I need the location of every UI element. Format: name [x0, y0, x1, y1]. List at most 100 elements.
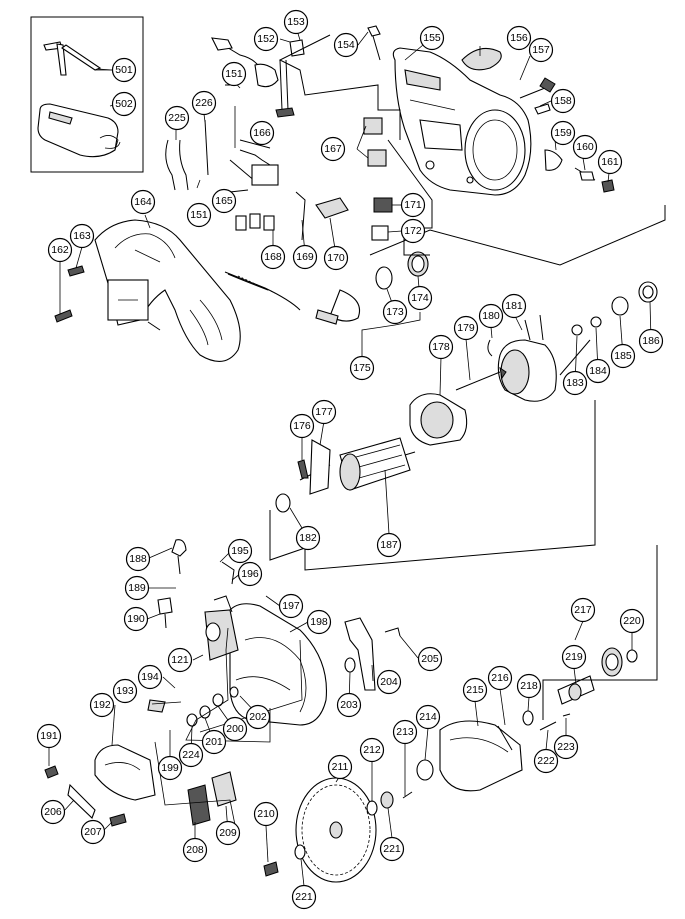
- callout-197[interactable]: 197: [278, 593, 304, 619]
- callout-212[interactable]: 212: [359, 737, 385, 763]
- callout-173[interactable]: 173: [382, 299, 408, 325]
- callout-205[interactable]: 205: [417, 646, 443, 672]
- callout-171[interactable]: 171: [400, 192, 426, 218]
- callout-213[interactable]: 213: [392, 719, 418, 745]
- callout-label: 226: [195, 97, 213, 109]
- callout-158[interactable]: 158: [550, 88, 576, 114]
- callout-220[interactable]: 220: [619, 608, 645, 634]
- callout-label: 224: [182, 749, 200, 761]
- callout-180[interactable]: 180: [478, 303, 504, 329]
- callout-label: 501: [115, 64, 133, 76]
- callout-182[interactable]: 182: [295, 525, 321, 551]
- callout-label: 168: [264, 251, 282, 263]
- callout-188[interactable]: 188: [125, 546, 151, 572]
- callout-202[interactable]: 202: [245, 704, 271, 730]
- brush-rings: [375, 251, 429, 290]
- callout-209[interactable]: 209: [215, 820, 241, 846]
- callout-156[interactable]: 156: [506, 25, 532, 51]
- callout-192[interactable]: 192: [89, 692, 115, 718]
- callout-label: 220: [623, 615, 641, 627]
- callout-502[interactable]: 502: [111, 91, 137, 117]
- callout-223[interactable]: 223: [553, 734, 579, 760]
- callout-193[interactable]: 193: [112, 678, 138, 704]
- callout-215[interactable]: 215: [462, 677, 488, 703]
- callout-211[interactable]: 211: [327, 754, 353, 780]
- callout-206[interactable]: 206: [40, 799, 66, 825]
- callout-214[interactable]: 214: [415, 704, 441, 730]
- callout-165[interactable]: 165: [211, 188, 237, 214]
- callout-label: 195: [231, 545, 249, 557]
- callout-195[interactable]: 195: [227, 538, 253, 564]
- callout-222[interactable]: 222: [533, 748, 559, 774]
- callout-163[interactable]: 163: [69, 223, 95, 249]
- callout-203[interactable]: 203: [336, 692, 362, 718]
- callout-501[interactable]: 501: [111, 57, 137, 83]
- callout-201[interactable]: 201: [201, 729, 227, 755]
- callout-151b[interactable]: 151: [186, 202, 212, 228]
- callout-label: 157: [532, 44, 550, 56]
- callout-174[interactable]: 174: [407, 285, 433, 311]
- callout-label: 201: [205, 736, 223, 748]
- callout-172[interactable]: 172: [400, 218, 426, 244]
- callout-183[interactable]: 183: [562, 370, 588, 396]
- callout-226[interactable]: 226: [191, 90, 217, 116]
- fan-guide: [409, 366, 507, 446]
- callout-191[interactable]: 191: [36, 723, 62, 749]
- callout-198[interactable]: 198: [306, 609, 332, 635]
- callout-159[interactable]: 159: [550, 120, 576, 146]
- callout-218[interactable]: 218: [516, 673, 542, 699]
- callout-label: 207: [84, 826, 102, 838]
- callout-187[interactable]: 187: [376, 532, 402, 558]
- callout-175[interactable]: 175: [349, 355, 375, 381]
- callout-216[interactable]: 216: [487, 665, 513, 691]
- callout-151a[interactable]: 151: [221, 61, 247, 87]
- callout-177[interactable]: 177: [311, 399, 337, 425]
- callout-label: 214: [419, 711, 437, 723]
- callout-224[interactable]: 224: [178, 742, 204, 768]
- callout-label: 162: [51, 244, 69, 256]
- callout-160[interactable]: 160: [572, 134, 598, 160]
- brushes: [187, 771, 237, 826]
- callout-225[interactable]: 225: [164, 105, 190, 131]
- callout-194[interactable]: 194: [137, 664, 163, 690]
- callout-label: 202: [249, 711, 267, 723]
- callout-176[interactable]: 176: [289, 413, 315, 439]
- callout-154[interactable]: 154: [333, 32, 359, 58]
- handle: [94, 219, 241, 362]
- callout-121[interactable]: 121: [167, 647, 193, 673]
- callout-155[interactable]: 155: [419, 25, 445, 51]
- callout-162[interactable]: 162: [47, 237, 73, 263]
- callout-164[interactable]: 164: [130, 189, 156, 215]
- callout-168[interactable]: 168: [260, 244, 286, 270]
- callout-221b[interactable]: 221: [291, 884, 317, 910]
- callout-152[interactable]: 152: [253, 26, 279, 52]
- callout-169[interactable]: 169: [292, 244, 318, 270]
- callout-181[interactable]: 181: [501, 293, 527, 319]
- callout-221a[interactable]: 221: [379, 836, 405, 862]
- callout-200[interactable]: 200: [222, 716, 248, 742]
- accessory-box: [30, 16, 144, 173]
- callout-207[interactable]: 207: [80, 819, 106, 845]
- callout-199[interactable]: 199: [157, 755, 183, 781]
- callout-217[interactable]: 217: [570, 597, 596, 623]
- callout-178[interactable]: 178: [428, 334, 454, 360]
- callout-157[interactable]: 157: [528, 37, 554, 63]
- callout-179[interactable]: 179: [453, 315, 479, 341]
- callout-153[interactable]: 153: [283, 9, 309, 35]
- callout-185[interactable]: 185: [610, 343, 636, 369]
- callout-184[interactable]: 184: [585, 358, 611, 384]
- callout-219[interactable]: 219: [561, 644, 587, 670]
- safety-cover: [344, 617, 401, 691]
- callout-210[interactable]: 210: [253, 801, 279, 827]
- callout-161[interactable]: 161: [597, 149, 623, 175]
- callout-190[interactable]: 190: [123, 606, 149, 632]
- callout-170[interactable]: 170: [323, 245, 349, 271]
- callout-label: 161: [601, 156, 619, 168]
- callout-196[interactable]: 196: [237, 561, 263, 587]
- callout-186[interactable]: 186: [638, 328, 664, 354]
- callout-204[interactable]: 204: [376, 669, 402, 695]
- callout-166[interactable]: 166: [249, 120, 275, 146]
- callout-208[interactable]: 208: [182, 837, 208, 863]
- callout-189[interactable]: 189: [124, 575, 150, 601]
- callout-167[interactable]: 167: [320, 136, 346, 162]
